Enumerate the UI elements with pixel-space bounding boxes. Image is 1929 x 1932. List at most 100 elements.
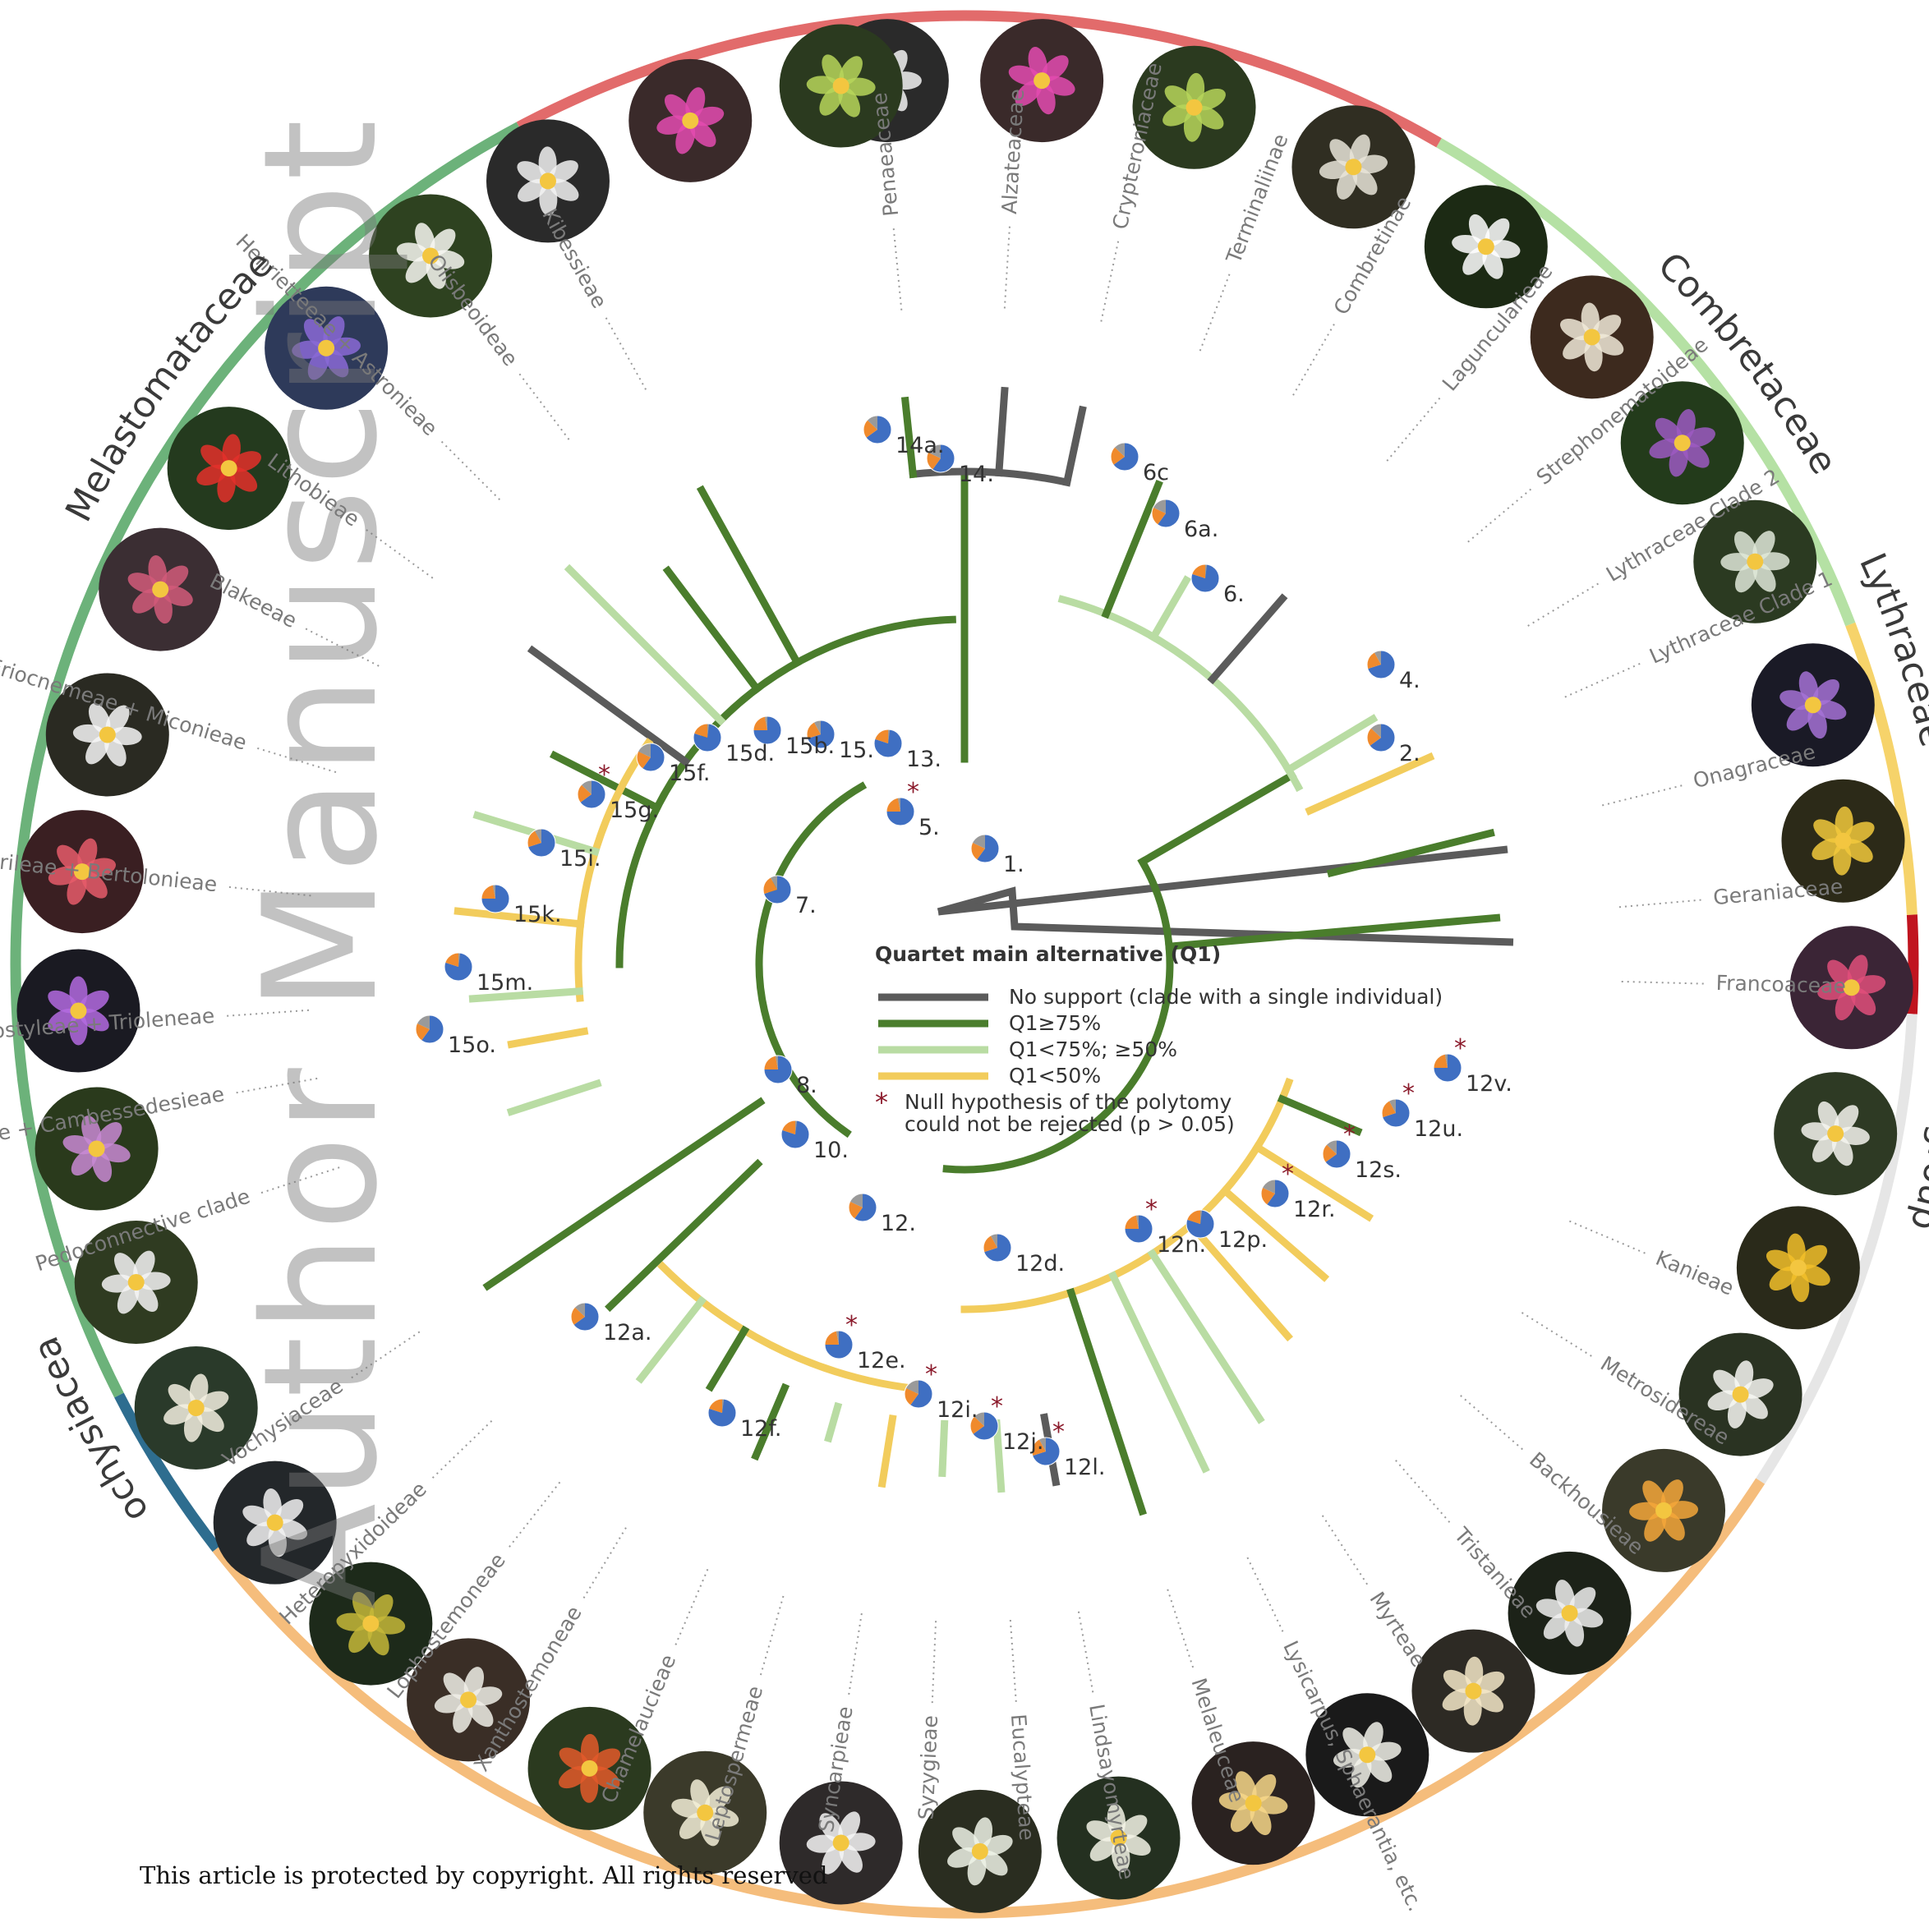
petal [1568,1587,1596,1614]
branch [938,1419,949,1478]
node-label: 6a. [1184,517,1218,542]
petal [274,1499,304,1525]
quartet-pie [806,720,836,749]
legend-label-mid: Q1<75%; ≥50% [1009,1037,1177,1061]
pie-slice [990,1234,997,1248]
quartet-pie [577,780,606,809]
petal [1195,105,1224,130]
petal [1844,839,1873,862]
pie-slice [1158,499,1180,527]
petal [700,1814,720,1847]
branch [755,781,868,1138]
petal [822,54,845,85]
pie-slice [573,1303,600,1332]
branch [1185,1219,1293,1342]
branch [1057,595,1304,793]
family-arc-onagraceae [1906,914,1919,1014]
pie-slice [1200,1210,1203,1224]
petal [430,228,456,256]
node-label: 14a. [895,433,944,458]
asterisk-icon: * [1052,1418,1065,1447]
flower-center [460,1691,477,1709]
petal [104,735,127,766]
quartet-pie [1185,1209,1215,1239]
branch [662,565,762,694]
petal [292,340,325,359]
flower-center [539,172,556,190]
petal [979,1850,1008,1876]
petal [134,1282,159,1312]
flower-center [1477,238,1494,255]
pie-slice [481,885,495,899]
petal [838,86,861,117]
quartet-pie [1031,1437,1061,1466]
branch [1101,480,1163,619]
petal [819,1813,843,1842]
flower-center [318,339,335,356]
node-label: 15f. [669,761,710,786]
node-label: 15o. [448,1033,496,1058]
legend-label-no-support: No support (clade with a single individu… [1009,985,1443,1009]
quartet-pie [1366,650,1396,679]
branch [605,1158,763,1313]
petal [105,705,130,734]
pie-slice [927,452,941,470]
leader-line [1618,899,1706,908]
flower-center [99,726,116,743]
node-label: 12a. [603,1320,651,1346]
petal [163,1404,196,1425]
petal [1817,1101,1839,1133]
petal [1162,104,1194,126]
petal [228,467,258,492]
family-arc-vochysiaceae [114,1392,221,1552]
petal [1329,139,1355,168]
petal [372,1616,406,1635]
petal [443,1672,470,1700]
quartet-pie [1366,723,1396,752]
petal [132,588,161,614]
petal [69,1012,88,1046]
pie-slice [1382,1099,1410,1127]
petal [819,86,843,116]
leader-line [1564,660,1645,698]
petal [590,1748,621,1771]
leader-line [1003,222,1011,309]
petal [168,1383,196,1410]
pie-slice [1031,1439,1046,1456]
leader-line [1395,1460,1453,1526]
pie-slice [577,784,592,803]
branch [527,645,691,767]
pie-slice [886,798,900,812]
quartet-pie [969,1411,999,1441]
petal [1195,88,1226,111]
petal [85,735,109,765]
leader-line [1621,980,1708,985]
pie-slice [1205,564,1208,578]
quartet-pie [753,715,782,745]
node-label: 1. [1003,852,1024,877]
petal [1462,246,1488,275]
node-label: 13. [906,747,941,772]
petal [1629,1502,1663,1520]
pie-slice [1444,1054,1448,1068]
flower-photo [1191,1741,1315,1865]
quartet-pie [527,828,556,858]
flower-photo [134,1346,258,1470]
pie-slice [770,876,777,890]
flower-center [73,863,90,881]
node-label: 10. [813,1138,849,1163]
tip-label: Geraniaceae [1712,875,1844,910]
flower-photo [980,19,1104,143]
leader-line [438,438,501,501]
petal [1831,1134,1853,1166]
pie-slice [417,1015,430,1029]
node-label: 15b. [785,734,835,759]
legend-asterisk-icon: * [875,1087,888,1118]
leader-line [429,1420,493,1482]
node-label: 12u. [1414,1116,1463,1142]
legend-label-high: Q1≥75% [1009,1011,1101,1035]
node-label: 15m. [476,970,533,996]
petal [469,1686,503,1706]
legend-asterisk-line2: could not be rejected (p > 0.05) [905,1112,1235,1136]
